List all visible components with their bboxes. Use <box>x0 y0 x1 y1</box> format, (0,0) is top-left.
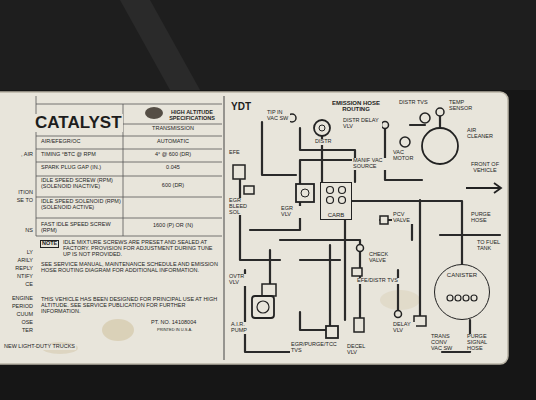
pcv-valve-symbol <box>380 216 388 224</box>
spec-text: 4° @ 600 (DR) <box>126 152 220 158</box>
distributor-symbol <box>319 125 325 131</box>
part-label: VAC MOTOR <box>392 150 420 162</box>
cut-text: , AIR <box>2 152 34 158</box>
air-pump-symbol <box>252 296 274 318</box>
part-label: TEMP SENSOR <box>448 100 478 112</box>
cut-text: TER <box>2 328 34 334</box>
part-label: CHECK VALVE <box>368 252 396 264</box>
spec-text: IDLE SPEED SOLENOID (RPM) (SOLENOID ACTI… <box>40 199 122 211</box>
front-arrow <box>466 183 501 193</box>
spec-text: IDLE MIXTURE SCREWS ARE PRESET AND SEALE… <box>62 240 220 257</box>
cut-text: ITION <box>2 190 34 196</box>
part-label: PCV VALVE <box>392 212 418 224</box>
spec-text: PRINTED IN U.S.A. <box>156 328 193 332</box>
spec-text: IDLE SPEED SCREW (RPM) (SOLENOID INACTIV… <box>40 178 122 190</box>
egr-valve-symbol <box>296 184 314 202</box>
part-label: FRONT OF VEHICLE <box>466 162 504 174</box>
stain <box>102 319 134 341</box>
plastic-panel <box>0 0 536 90</box>
cut-text: PERIOD <box>2 304 34 310</box>
spec-text: NEW LIGHT-DUTY TRUCKS <box>3 344 76 350</box>
vacuum-hoses <box>240 112 500 352</box>
canister-circle: CANISTER <box>434 264 490 320</box>
spec-text: THIS VEHICLE HAS BEEN DESIGNED FOR PRINC… <box>40 297 220 314</box>
spec-text: PT. NO. 14108004 <box>150 320 197 326</box>
canister-ports <box>447 295 477 301</box>
vac-motor-symbol <box>400 137 410 147</box>
tvs-symbol <box>420 113 430 123</box>
spec-text: CATALYST <box>34 114 123 132</box>
spec-text: AUTOMATIC <box>126 139 220 145</box>
ovtr-valve-symbol <box>262 284 276 296</box>
blot <box>145 107 163 119</box>
spec-text: FAST IDLE SPEED SCREW (RPM) <box>40 222 122 234</box>
divider <box>224 96 225 360</box>
distributor-symbol <box>314 120 330 136</box>
part-label: DELAY VLV <box>392 322 416 334</box>
part-label: TIP IN VAC SW <box>266 110 290 122</box>
part-label: EGR BLEED SOL <box>228 198 256 215</box>
air-cleaner-symbol <box>422 128 458 164</box>
part-label: DISTR DELAY VLV <box>342 118 382 130</box>
part-label: EFE <box>228 150 241 156</box>
cut-text: ENGINE <box>2 296 34 302</box>
spec-text: 600 (DR) <box>126 183 220 189</box>
temp-sensor-symbol <box>436 108 444 116</box>
cut-text: CE <box>2 282 34 288</box>
efe-valve-symbol <box>233 165 245 179</box>
cut-text: SE TO <box>2 198 34 204</box>
decel-valve-symbol <box>354 318 364 332</box>
part-label: DISTR TVS <box>398 100 429 106</box>
spec-text: 1600 (P) OR (N) <box>126 223 220 229</box>
part-label: EGR VLV <box>280 206 304 218</box>
cut-text: NS <box>2 228 34 234</box>
spec-text: AIR/EFEGR/OC <box>40 139 120 145</box>
part-label: EFE/DISTR TVS <box>356 278 402 284</box>
spec-text: HIGH ALTITUDE SPECIFICATIONS <box>163 110 221 122</box>
spec-text: TRANSMISSION <box>126 126 220 132</box>
spec-text: 0.045 <box>126 165 220 171</box>
carb-barrels <box>327 187 346 204</box>
delay-valve-symbol <box>395 311 402 318</box>
part-label: PURGE SIGNAL HOSE <box>466 334 504 351</box>
emission-label <box>0 92 508 364</box>
part-label: DECEL VLV <box>346 344 370 356</box>
component-name: CANISTER <box>446 272 478 278</box>
purge-hose <box>352 201 462 264</box>
spec-text: NOTE <box>40 240 59 248</box>
cut-text: CUUM <box>2 312 34 318</box>
panel-ridge <box>120 0 200 90</box>
tvs-symbol <box>352 268 362 276</box>
cut-text: OSE <box>2 320 34 326</box>
tvs-symbol <box>326 326 338 338</box>
air-pump-symbol <box>257 301 269 313</box>
part-label: TRANS CONV VAC SW <box>430 334 460 351</box>
cut-text: NTIFY <box>2 274 34 280</box>
delay-valve-symbol <box>382 122 389 129</box>
check-valve-symbol <box>357 245 364 252</box>
spec-text: SEE SERVICE MANUAL, MAINTENANCE SCHEDULE… <box>40 262 220 274</box>
part-label: EGR/PURGE/TCC TVS <box>290 342 340 354</box>
part-label: EMISSION HOSE ROUTING <box>330 100 382 113</box>
spec-text: SPARK PLUG GAP (IN.) <box>40 165 122 171</box>
spec-text: TIMING °BTC @ RPM <box>40 152 122 158</box>
cut-text: ARILY <box>2 258 34 264</box>
stain <box>380 290 420 310</box>
component-name: CARB <box>327 212 346 218</box>
egr-valve-symbol <box>301 189 309 197</box>
part-label: DISTR <box>314 139 333 145</box>
part-label: AIR CLEANER <box>466 128 496 140</box>
carb-box: CARB <box>320 182 352 220</box>
solenoid-symbol <box>244 186 254 194</box>
cut-text: REPLY <box>2 266 34 272</box>
cut-text: LY <box>2 250 34 256</box>
part-label: A.I.R. PUMP <box>230 322 260 334</box>
part-label: PURGE HOSE <box>470 212 500 224</box>
part-label: TO FUEL TANK <box>476 240 504 252</box>
part-label: YDT <box>230 102 252 113</box>
part-label: OVTR VLV <box>228 274 252 286</box>
